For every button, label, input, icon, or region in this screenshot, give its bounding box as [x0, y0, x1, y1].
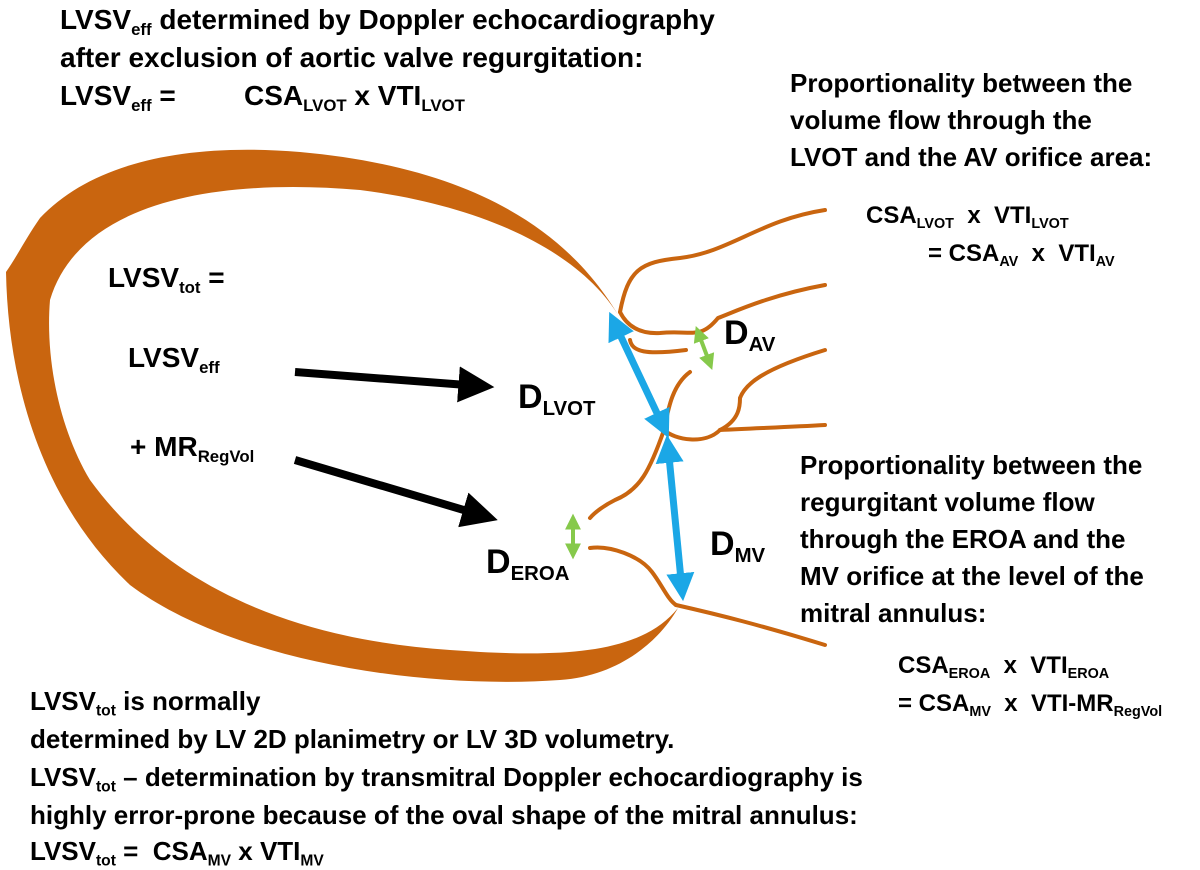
lvot-formula-2: = CSAAV x VTIAV	[928, 240, 1115, 271]
footer-line-5: LVSVtot = CSAMV x VTIMV	[30, 836, 324, 870]
header-line-3: LVSVeff =	[60, 80, 176, 115]
mr-note-line-4: MV orifice at the level of the	[800, 561, 1144, 591]
footer-line-2: determined by LV 2D planimetry or LV 3D …	[30, 724, 675, 754]
d-lvot-label: DLVOT	[518, 378, 596, 421]
mr-formula-2: = CSAMV x VTI-MRRegVol	[898, 690, 1163, 721]
d-mv-arrow	[655, 434, 695, 602]
atrial-wall-lower	[674, 603, 827, 647]
mr-note-line-1: Proportionality between the	[800, 450, 1143, 480]
mr-regvol-label: + MRRegVol	[130, 431, 255, 466]
flow-arrow-eroa	[293, 456, 498, 528]
lv-myocardium	[6, 149, 678, 682]
mr-note-line-2: regurgitant volume flow	[800, 487, 1095, 517]
footer-line-4: highly error-prone because of the oval s…	[30, 800, 858, 830]
lvsv-eff-label: LVSVeff	[128, 342, 220, 377]
lvsv-tot-label: LVSVtot =	[108, 262, 225, 297]
footer-line-3: LVSVtot – determination by transmitral D…	[30, 762, 863, 796]
aortic-wall-upper	[618, 208, 827, 314]
lvot-note-line-3: LVOT and the AV orifice area:	[790, 142, 1153, 172]
mr-formula-1: CSAEROA x VTIEROA	[898, 652, 1110, 683]
header-line-2: after exclusion of aortic valve regurgit…	[60, 42, 644, 73]
lvot-note-line-2: volume flow through the	[790, 105, 1092, 135]
d-lvot-arrow	[608, 311, 670, 439]
mitral-valve-lines	[588, 428, 827, 647]
flow-arrow-lvot	[294, 366, 495, 403]
header-line-1: LVSVeff determined by Doppler echocardio…	[60, 4, 715, 39]
mr-note-line-5: mitral annulus:	[800, 598, 987, 628]
d-mv-label: DMV	[710, 525, 766, 568]
footer-line-1: LVSVtot is normally	[30, 686, 261, 720]
atrial-wall-upper	[718, 423, 827, 432]
mitral-posterior-leaflet	[588, 545, 678, 607]
av-leaflet-lower	[628, 338, 688, 355]
d-eroa-label: DEROA	[486, 543, 570, 586]
header-line-3-formula: CSALVOT x VTILVOT	[244, 80, 465, 115]
lvot-formula-1: CSALVOT x VTILVOT	[866, 202, 1069, 233]
aortic-root-curve	[718, 348, 827, 432]
mitral-anterior-leaflet	[588, 428, 666, 520]
aortic-wall-lower	[661, 370, 722, 442]
lvot-note-line-1: Proportionality between the	[790, 68, 1133, 98]
av-leaflet-upper	[618, 283, 827, 336]
d-av-label: DAV	[724, 314, 776, 357]
mr-note-line-3: through the EROA and the	[800, 524, 1126, 554]
d-av-arrow	[693, 326, 715, 370]
